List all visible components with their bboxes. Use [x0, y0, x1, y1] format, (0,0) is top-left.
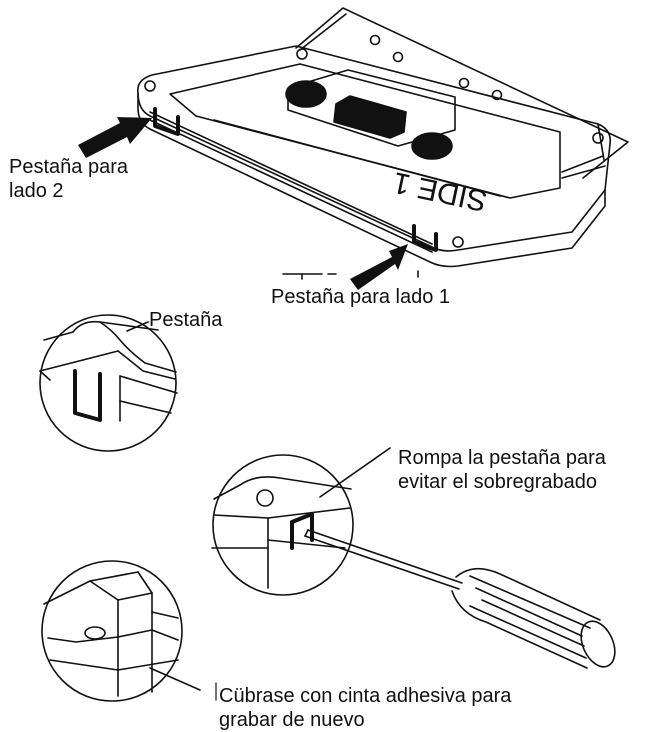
label-tab-side-2: Pestaña para lado 2: [9, 155, 128, 203]
arrow-right-icon: [78, 117, 152, 158]
magnifier-circle-icon: [211, 447, 391, 596]
label-line: Cübrase con cinta adhesiva para: [219, 685, 512, 707]
magnifier-circle-icon: [39, 314, 178, 452]
cassette-illustration: SIDE 1: [136, 7, 629, 268]
label-line: grabar de nuevo: [219, 709, 365, 731]
label-break-tab: Rompa la pestaña para evitar el sobregra…: [398, 446, 606, 494]
label-cover-tape: Cübrase con cinta adhesiva para grabar d…: [219, 684, 511, 732]
label-line: Rompa la pestaña para: [398, 447, 606, 469]
magnifier-circle-icon: [41, 560, 201, 702]
screwdriver-icon: [304, 529, 616, 669]
cassette-side-label: SIDE 1: [390, 165, 490, 217]
label-tab: Pestaña: [149, 309, 223, 331]
label-line: Pestaña para: [9, 156, 128, 178]
label-tab-side-1: Pestaña para lado 1: [271, 286, 451, 308]
label-line: lado 2: [9, 180, 64, 202]
arrow-up-right-icon: [350, 244, 408, 290]
label-line: evitar el sobregrabado: [398, 471, 598, 493]
